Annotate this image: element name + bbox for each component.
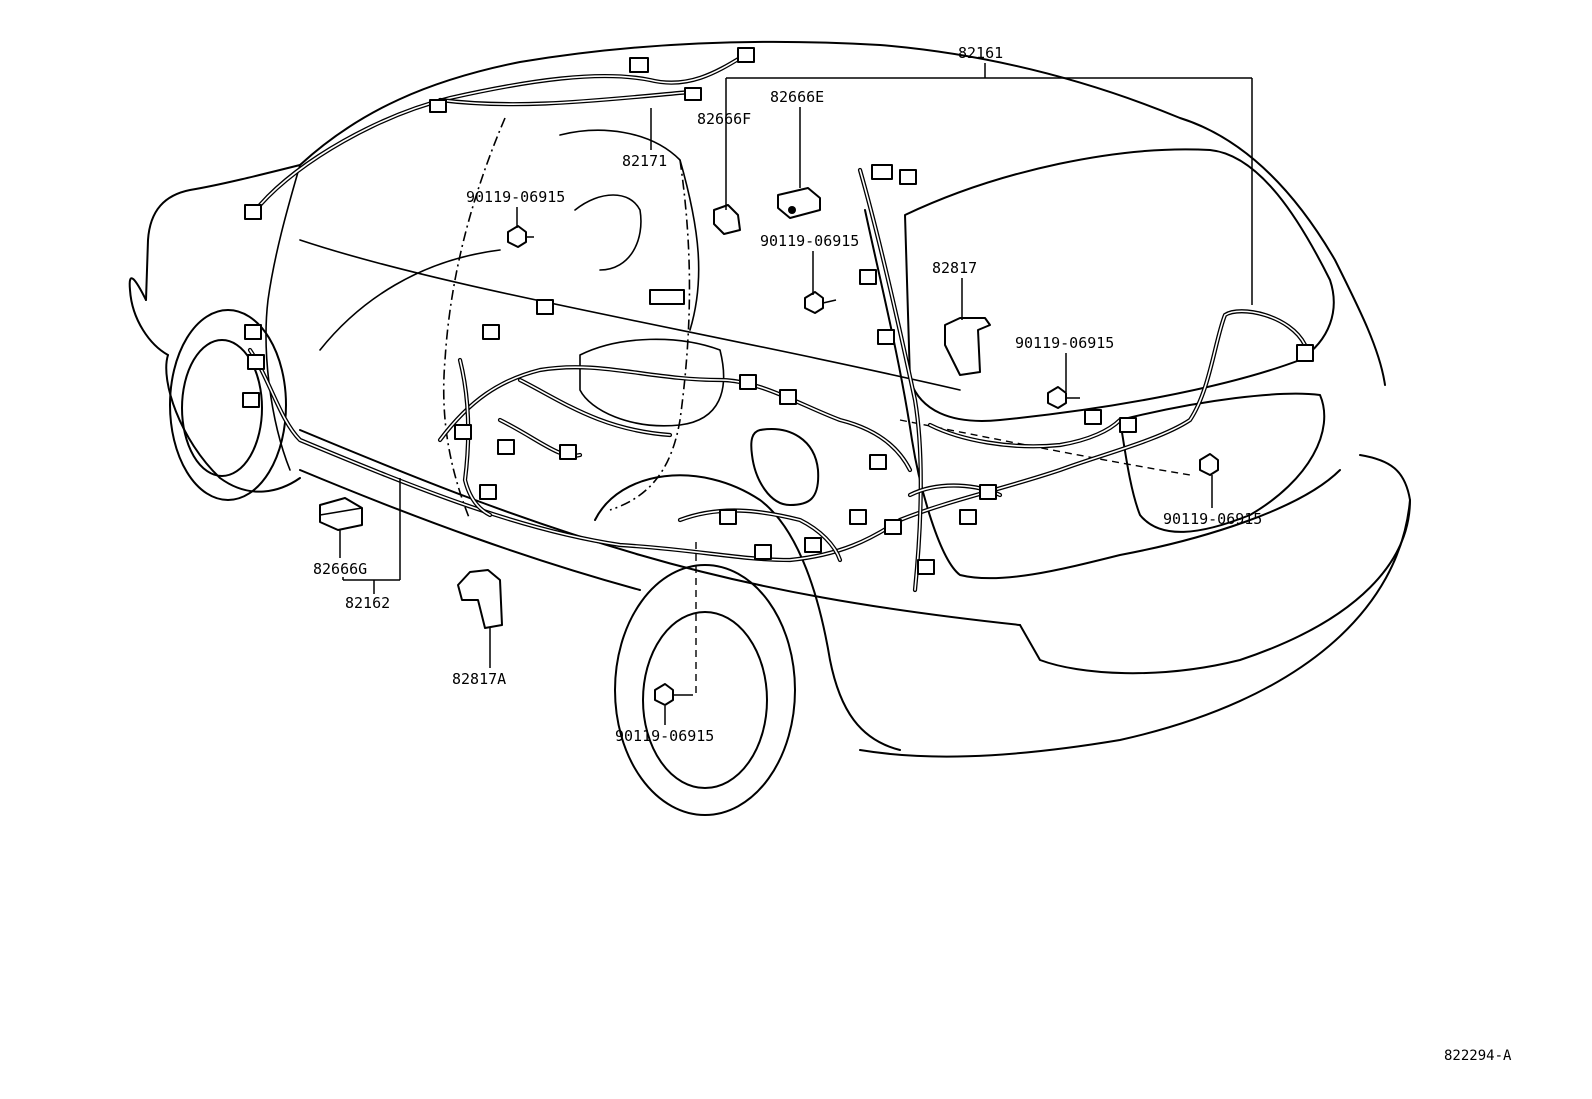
callout-bolt-rear-right: 90119-06915 bbox=[1163, 510, 1262, 528]
callout-82817: 82817 bbox=[932, 259, 977, 277]
callout-82817A: 82817A bbox=[452, 670, 506, 688]
harness-floor bbox=[247, 167, 1308, 593]
front-wheel bbox=[169, 309, 287, 501]
bolt-icon bbox=[1199, 453, 1219, 476]
callout-82162: 82162 bbox=[345, 594, 390, 612]
clip-82666E bbox=[777, 187, 821, 219]
bolt-icon bbox=[1047, 386, 1067, 409]
callout-bolt-upper-right: 90119-06915 bbox=[1015, 334, 1114, 352]
side-sill-top bbox=[299, 429, 1021, 626]
windshield-outline bbox=[145, 164, 301, 301]
front-lower-body bbox=[165, 354, 301, 493]
seat-cushion bbox=[579, 338, 725, 427]
bolt-icon bbox=[804, 291, 824, 314]
leader-lines bbox=[339, 63, 1253, 725]
front-wheel-rim bbox=[181, 339, 263, 477]
vehicle-body bbox=[128, 40, 1411, 816]
roof-outline bbox=[299, 40, 1386, 386]
harness-roof bbox=[257, 52, 748, 208]
reference-code: 822294-A bbox=[1444, 1048, 1512, 1064]
callout-82666E: 82666E bbox=[770, 88, 824, 106]
callout-82666G: 82666G bbox=[313, 560, 367, 578]
fuel-door bbox=[750, 428, 820, 506]
quarter-opening bbox=[609, 159, 691, 511]
clip-82666G bbox=[319, 497, 363, 531]
rear-bumper bbox=[1019, 454, 1411, 675]
callout-82171: 82171 bbox=[622, 152, 667, 170]
bolt-icon bbox=[507, 225, 527, 248]
bracket-82817A bbox=[457, 569, 503, 629]
rear-bumper-lower bbox=[859, 499, 1411, 758]
callout-bolt-upper-left: 90119-06915 bbox=[466, 188, 565, 206]
callout-82161: 82161 bbox=[958, 44, 1003, 62]
bolts bbox=[507, 225, 1219, 706]
side-sill-bottom bbox=[299, 469, 641, 591]
bracket-82817 bbox=[944, 317, 991, 376]
callout-82666F: 82666F bbox=[697, 110, 751, 128]
rear-wheel bbox=[614, 564, 796, 816]
callout-bolt-lower: 90119-06915 bbox=[615, 727, 714, 745]
interior-side bbox=[319, 249, 501, 351]
cargo-floor-edge bbox=[299, 239, 961, 391]
rear-wheel-arch bbox=[594, 474, 901, 751]
front-fascia bbox=[128, 277, 169, 356]
rear-door-opening bbox=[442, 117, 506, 521]
rear-wheel-rim bbox=[642, 611, 768, 789]
a-pillar bbox=[265, 164, 301, 471]
clip-82666F bbox=[713, 204, 741, 235]
back-glass bbox=[904, 148, 1335, 422]
callouts: 82161 82666E 82666F 82171 90119-06915 90… bbox=[313, 44, 1512, 1064]
seat-side bbox=[574, 194, 642, 271]
tail-lamp bbox=[1119, 392, 1326, 533]
seat-back bbox=[559, 129, 700, 331]
hatch-outline bbox=[864, 209, 1341, 580]
connectors bbox=[242, 47, 1314, 575]
bolt-icon bbox=[654, 683, 674, 706]
callout-bolt-upper-mid: 90119-06915 bbox=[760, 232, 859, 250]
